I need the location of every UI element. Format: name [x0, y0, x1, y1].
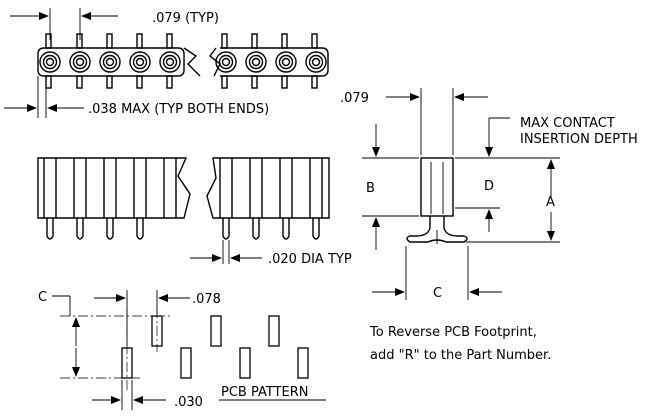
- top-view-tabs: [45, 33, 318, 89]
- pad-width-dimension: .078: [94, 290, 221, 346]
- d-dimension: D MAX CONTACT INSERTION DEPTH: [455, 116, 638, 232]
- contact-ring: [99, 51, 121, 73]
- top-view: .079 (TYP) .038 MAX (TYP BOTH ENDS): [4, 8, 329, 118]
- b-dimension: B: [362, 124, 419, 250]
- side-view: .079 B D MAX CONTACT INSERTION DEPTH A: [340, 88, 638, 301]
- pcb-pad: [297, 347, 309, 379]
- pcb-pad: [210, 315, 222, 347]
- max-end-dimension: .038 MAX (TYP BOTH ENDS): [4, 76, 269, 118]
- pcb-pattern-title: PCB PATTERN: [221, 385, 308, 400]
- pitch-dimension: .079 (TYP): [10, 8, 219, 40]
- pcb-pads: [121, 315, 309, 379]
- contact-ring: [39, 51, 61, 73]
- c-side-label: C: [433, 286, 442, 301]
- side-width-dimension: .079: [340, 88, 488, 155]
- pcb-pad: [239, 347, 251, 379]
- pad-spacing-label: .030: [174, 395, 203, 410]
- a-label: A: [546, 195, 555, 210]
- contact-ring: [159, 51, 181, 73]
- top-view-contacts: [39, 51, 327, 73]
- front-view-pins: [46, 218, 320, 240]
- pad-spacing-dimension: .030: [92, 380, 203, 410]
- contact-ring: [245, 51, 267, 73]
- contact-ring: [275, 51, 297, 73]
- pad-width-label: .078: [192, 292, 221, 307]
- contact-ring: [305, 51, 327, 73]
- pcb-pad: [180, 347, 192, 379]
- pitch-label: .079 (TYP): [152, 11, 219, 26]
- pcb-pattern: C .078 .030 PCB PATTERN: [38, 290, 326, 410]
- max-contact-line2: INSERTION DEPTH: [520, 132, 638, 147]
- contact-ring: [129, 51, 151, 73]
- dia-dimension: .020 DIA TYP: [190, 240, 352, 267]
- a-dimension: A: [455, 157, 560, 243]
- front-view: .020 DIA TYP: [37, 157, 352, 267]
- reverse-note-line2: add "R" to the Part Number.: [370, 348, 551, 363]
- d-label: D: [484, 179, 494, 194]
- dia-label: .020 DIA TYP: [268, 252, 352, 267]
- reverse-note-line1: To Reverse PCB Footprint,: [369, 325, 537, 340]
- c-left-dimension: C: [38, 290, 80, 377]
- side-width-label: .079: [340, 91, 369, 106]
- max-end-label: .038 MAX (TYP BOTH ENDS): [88, 102, 269, 117]
- front-view-dividers: [43, 158, 323, 218]
- c-left-label: C: [38, 290, 47, 305]
- pcb-pad: [268, 315, 280, 347]
- contact-ring: [215, 51, 237, 73]
- c-side-dimension: C: [372, 246, 502, 301]
- reverse-note: To Reverse PCB Footprint, add "R" to the…: [369, 325, 551, 363]
- max-contact-line1: MAX CONTACT: [520, 116, 615, 131]
- b-label: B: [366, 181, 375, 196]
- contact-ring: [69, 51, 91, 73]
